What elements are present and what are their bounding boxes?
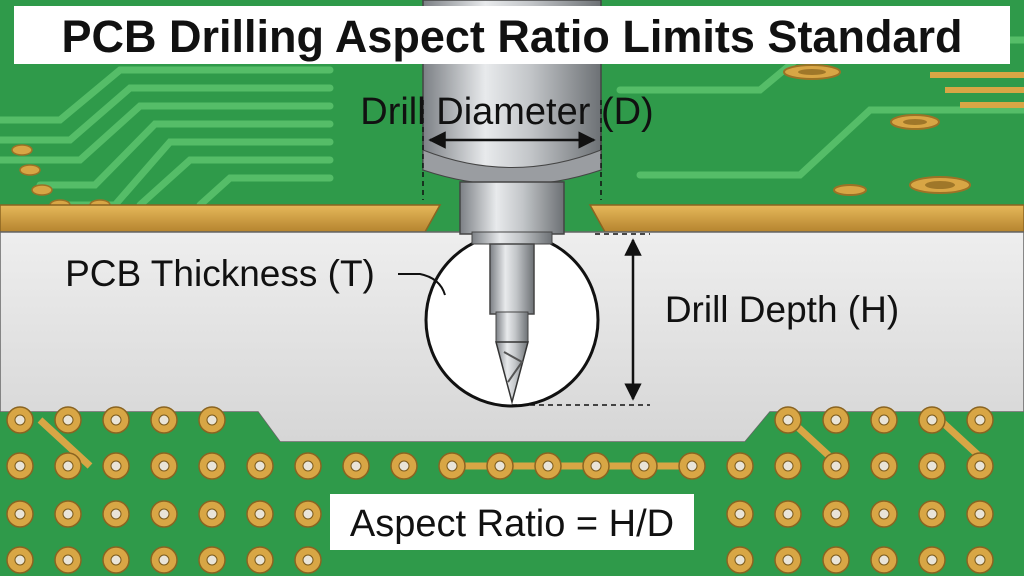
via-hole <box>14 414 26 426</box>
via-hole <box>302 554 314 566</box>
via-hole <box>446 460 458 472</box>
via-hole <box>830 414 842 426</box>
via-hole <box>302 508 314 520</box>
via-hole <box>110 554 122 566</box>
via-hole <box>158 554 170 566</box>
via-hole <box>254 554 266 566</box>
via-hole <box>734 508 746 520</box>
via-hole <box>830 508 842 520</box>
via-hole <box>206 508 218 520</box>
via-hole <box>62 414 74 426</box>
thickness-leader <box>398 273 446 296</box>
via-hole <box>926 508 938 520</box>
via-hole <box>974 554 986 566</box>
via-hole <box>830 460 842 472</box>
via-grid-bottom <box>6 406 994 574</box>
via-hole <box>110 460 122 472</box>
via-hole <box>878 414 890 426</box>
via-hole <box>782 508 794 520</box>
via-hole <box>542 460 554 472</box>
via-trace <box>37 417 93 469</box>
via-hole <box>158 414 170 426</box>
via-hole <box>734 554 746 566</box>
via-hole <box>110 414 122 426</box>
via-hole <box>350 460 362 472</box>
via-hole <box>782 414 794 426</box>
via-hole <box>110 508 122 520</box>
trace-bundle-left <box>0 66 334 209</box>
via-hole <box>974 508 986 520</box>
copper-traces-right <box>930 72 1024 108</box>
aspect-ratio-background <box>330 494 694 550</box>
via-hole <box>638 460 650 472</box>
via-hole <box>62 554 74 566</box>
via-hole <box>926 460 938 472</box>
via-hole <box>926 554 938 566</box>
via-hole <box>830 554 842 566</box>
via-hole <box>158 460 170 472</box>
via-hole <box>62 508 74 520</box>
via-hole <box>974 414 986 426</box>
via-hole <box>782 554 794 566</box>
via-hole <box>158 508 170 520</box>
via-hole <box>686 460 698 472</box>
page-title: PCB Drilling Aspect Ratio Limits Standar… <box>62 11 963 62</box>
pcb-thickness-label: PCB Thickness (T) <box>65 253 375 294</box>
via-hole <box>398 460 410 472</box>
drill-diameter-label: Drill Diameter (D) <box>360 91 653 133</box>
via-hole <box>878 460 890 472</box>
trace-pads-left <box>11 144 111 211</box>
via-hole <box>926 414 938 426</box>
via-hole <box>62 460 74 472</box>
drill-depth-label: Drill Depth (H) <box>665 289 899 330</box>
via-hole <box>14 460 26 472</box>
via-hole <box>206 414 218 426</box>
via-hole <box>494 460 506 472</box>
via-hole <box>878 554 890 566</box>
via-hole <box>254 508 266 520</box>
title-background <box>14 6 1010 64</box>
depth-guides <box>512 233 650 406</box>
via-hole <box>782 460 794 472</box>
via-hole <box>206 460 218 472</box>
via-hole <box>734 460 746 472</box>
via-hole <box>590 460 602 472</box>
via-hole <box>878 508 890 520</box>
via-hole <box>974 460 986 472</box>
via-hole <box>14 508 26 520</box>
via-hole <box>206 554 218 566</box>
via-hole <box>14 554 26 566</box>
via-hole <box>302 460 314 472</box>
aspect-ratio-formula: Aspect Ratio = H/D <box>350 503 674 545</box>
diameter-guides <box>422 100 602 200</box>
via-hole <box>254 460 266 472</box>
top-copper-layer <box>0 204 442 233</box>
